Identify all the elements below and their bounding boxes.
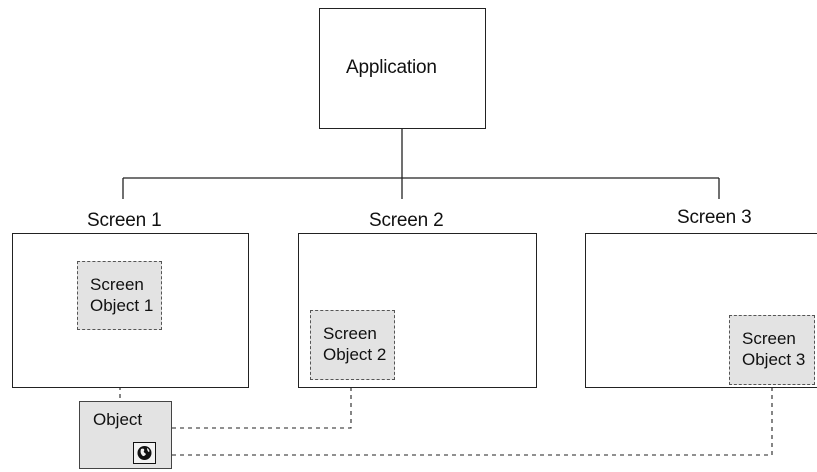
screen-1-label: Screen 1 bbox=[87, 210, 162, 231]
application-label: Application bbox=[346, 57, 437, 78]
screen-object-2-line-2: Object 2 bbox=[323, 345, 387, 364]
screen-object-3-line-2: Object 3 bbox=[742, 350, 806, 369]
screen-object-2: Screen Object 2 bbox=[310, 310, 395, 380]
globe-icon bbox=[133, 442, 156, 464]
object-label: Object bbox=[93, 410, 143, 429]
screen-object-1: Screen Object 1 bbox=[77, 261, 162, 330]
object-box: Object bbox=[79, 401, 172, 469]
screen-3-label: Screen 3 bbox=[677, 207, 752, 228]
screen-object-1-line-1: Screen bbox=[90, 275, 144, 294]
screen-2-label: Screen 2 bbox=[369, 210, 444, 231]
screen-object-3-line-1: Screen bbox=[742, 329, 796, 348]
link-object-to-screen-object-2 bbox=[172, 380, 352, 429]
application-box: Application bbox=[319, 8, 486, 129]
screen-object-3: Screen Object 3 bbox=[729, 315, 815, 385]
link-object-to-screen-object-3 bbox=[172, 388, 773, 456]
screen-object-2-line-1: Screen bbox=[323, 324, 377, 343]
screen-object-1-line-2: Object 1 bbox=[90, 296, 154, 315]
